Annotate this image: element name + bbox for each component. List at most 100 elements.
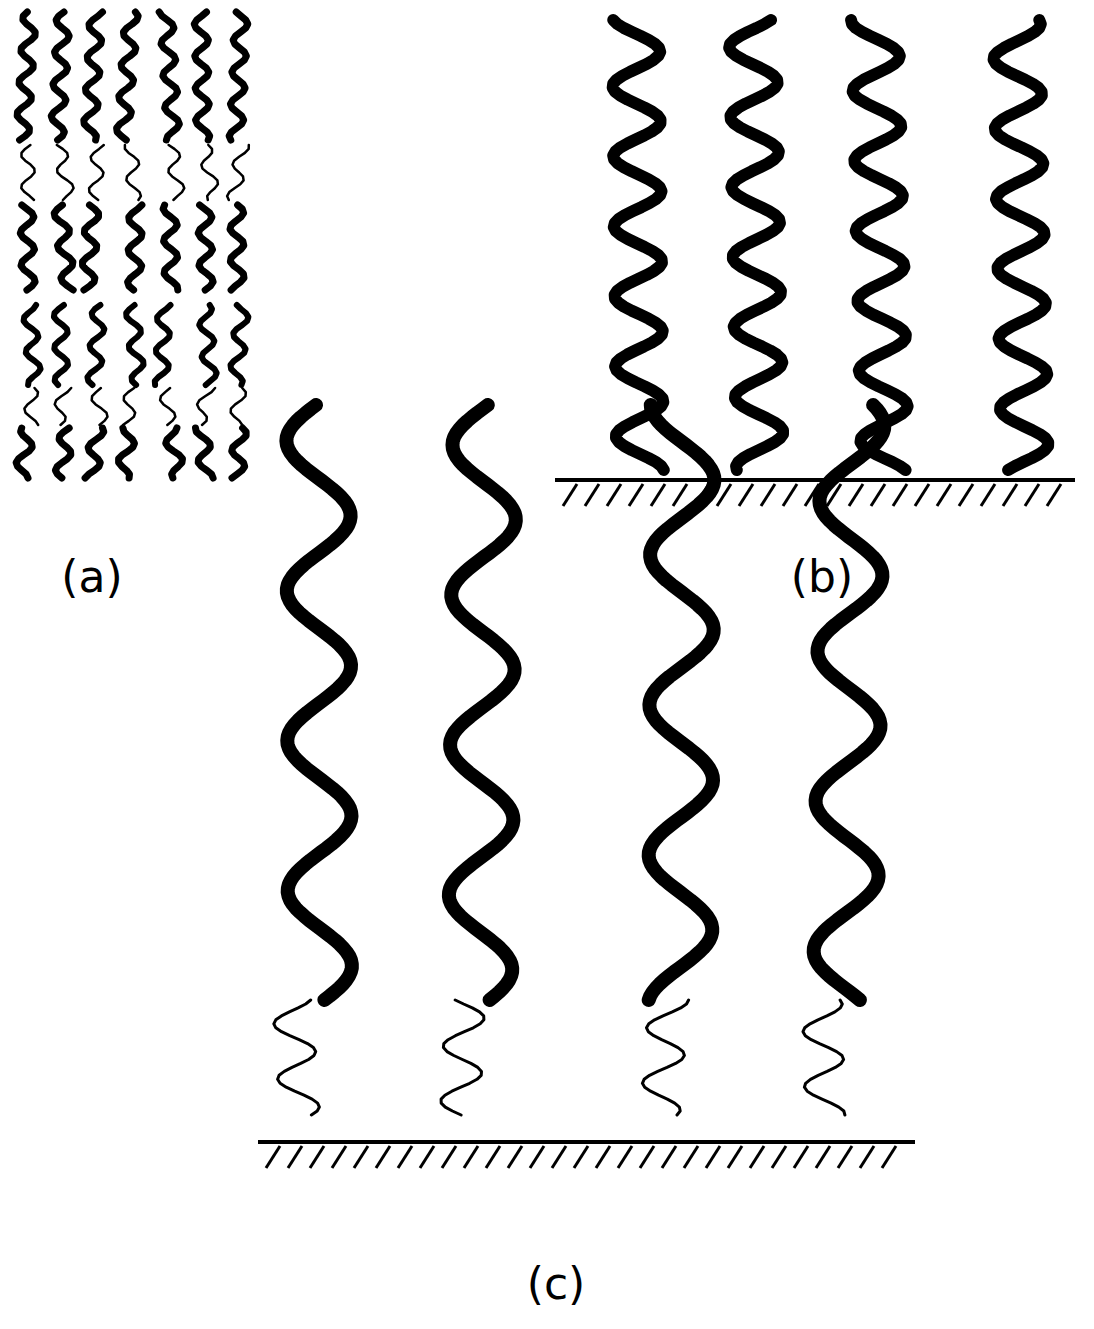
- panel-label: (b): [791, 555, 853, 599]
- hatch-mark: [508, 1146, 522, 1168]
- polymer-chain: [55, 388, 71, 425]
- polymer-chain: [123, 388, 135, 425]
- polymer-chain: [199, 305, 217, 385]
- hatch-mark: [849, 484, 863, 506]
- hatch-mark: [1003, 484, 1017, 506]
- hatch-mark: [783, 484, 797, 506]
- hatch-mark: [1047, 484, 1061, 506]
- polymer-chain: [194, 12, 210, 140]
- hatch-mark: [266, 1146, 280, 1168]
- surface-line: [555, 478, 1075, 482]
- polymer-chain: [814, 405, 885, 1000]
- polymer-chain: [57, 145, 74, 200]
- hatch-mark: [354, 1146, 368, 1168]
- hatch-mark: [376, 1146, 390, 1168]
- hatch-mark: [860, 1146, 874, 1168]
- bulk-chains: [16, 12, 249, 478]
- polymer-chain: [20, 205, 35, 290]
- polymer-chain: [83, 205, 99, 290]
- polymer-chain: [229, 12, 248, 140]
- polymer-chain: [84, 12, 103, 140]
- hatch-mark: [585, 484, 599, 506]
- hatch-mark: [739, 484, 753, 506]
- hatch-mark: [332, 1146, 346, 1168]
- panel-label: (c): [527, 1262, 586, 1306]
- hatch-mark: [530, 1146, 544, 1168]
- polymer-chain: [649, 405, 715, 1000]
- polymer-chain: [24, 388, 38, 425]
- substrate-surface: [258, 480, 1075, 1168]
- polymer-chain: [159, 12, 179, 140]
- hatch-mark: [728, 1146, 742, 1168]
- hatch-mark: [805, 484, 819, 506]
- hatch-mark: [310, 1146, 324, 1168]
- hatch-mark: [574, 1146, 588, 1168]
- polymer-chain: [197, 388, 215, 425]
- hatch-mark: [486, 1146, 500, 1168]
- hatch-mark: [552, 1146, 566, 1168]
- hatch-mark: [640, 1146, 654, 1168]
- hatch-mark: [827, 484, 841, 506]
- hatch-mark: [563, 484, 577, 506]
- hatch-mark: [816, 1146, 830, 1168]
- polymer-chain: [16, 428, 32, 478]
- hatch-mark: [959, 484, 973, 506]
- hatch-mark: [618, 1146, 632, 1168]
- polymer-chain: [286, 405, 351, 1000]
- hatch-mark: [882, 1146, 896, 1168]
- polymer-chain: [125, 145, 141, 200]
- hatch-mark: [761, 484, 775, 506]
- polymer-chain: [166, 428, 183, 478]
- hatch-mark: [838, 1146, 852, 1168]
- hatch-mark: [772, 1146, 786, 1168]
- hatch-mark: [1025, 484, 1039, 506]
- hatch-mark: [288, 1146, 302, 1168]
- panel-label: (a): [61, 555, 122, 599]
- polymer-chain: [54, 205, 73, 290]
- hatch-mark: [893, 484, 907, 506]
- polymer-chain: [117, 12, 139, 140]
- polymer-chain: [196, 428, 214, 478]
- hatch-mark: [596, 1146, 610, 1168]
- polymer-chain: [128, 205, 142, 290]
- polymer-chain: [994, 20, 1049, 470]
- polymer-chain: [163, 205, 178, 290]
- polymer-chain: [449, 405, 516, 1000]
- polymer-chain: [230, 205, 244, 290]
- hatch-mark: [915, 484, 929, 506]
- hatch-mark: [420, 1146, 434, 1168]
- hatch-mark: [629, 484, 643, 506]
- polymer-chain: [92, 388, 108, 425]
- hatch-mark: [684, 1146, 698, 1168]
- polymer-chain: [21, 145, 34, 200]
- hatch-mark: [464, 1146, 478, 1168]
- hatch-mark: [662, 1146, 676, 1168]
- polymer-chain: [17, 12, 35, 140]
- polymer-chain: [87, 305, 104, 385]
- polymer-chain: [231, 305, 249, 385]
- polymer-chain: [119, 428, 135, 478]
- polymer-chain: [231, 388, 246, 425]
- hatch-mark: [398, 1146, 412, 1168]
- hatch-mark: [981, 484, 995, 506]
- polymer-chain: [729, 20, 783, 470]
- polymer-chain: [198, 205, 213, 290]
- hatch-mark: [607, 484, 621, 506]
- hatch-mark: [651, 484, 665, 506]
- polymer-chain: [274, 1000, 320, 1115]
- polymer-chain: [227, 145, 249, 200]
- polymer-chain: [201, 145, 218, 200]
- polymer-chain: [803, 1000, 845, 1115]
- surface-line: [258, 1140, 915, 1144]
- polymer-chain: [24, 305, 41, 385]
- polymer-chain: [126, 305, 143, 385]
- polymer-chain: [55, 428, 70, 478]
- hatch-mark: [695, 484, 709, 506]
- polymer-chain: [51, 12, 69, 140]
- polymer-chain: [169, 145, 185, 200]
- polymer-chain: [160, 388, 175, 425]
- hatch-mark: [442, 1146, 456, 1168]
- polymer-chain: [54, 305, 68, 385]
- hatch-mark: [871, 484, 885, 506]
